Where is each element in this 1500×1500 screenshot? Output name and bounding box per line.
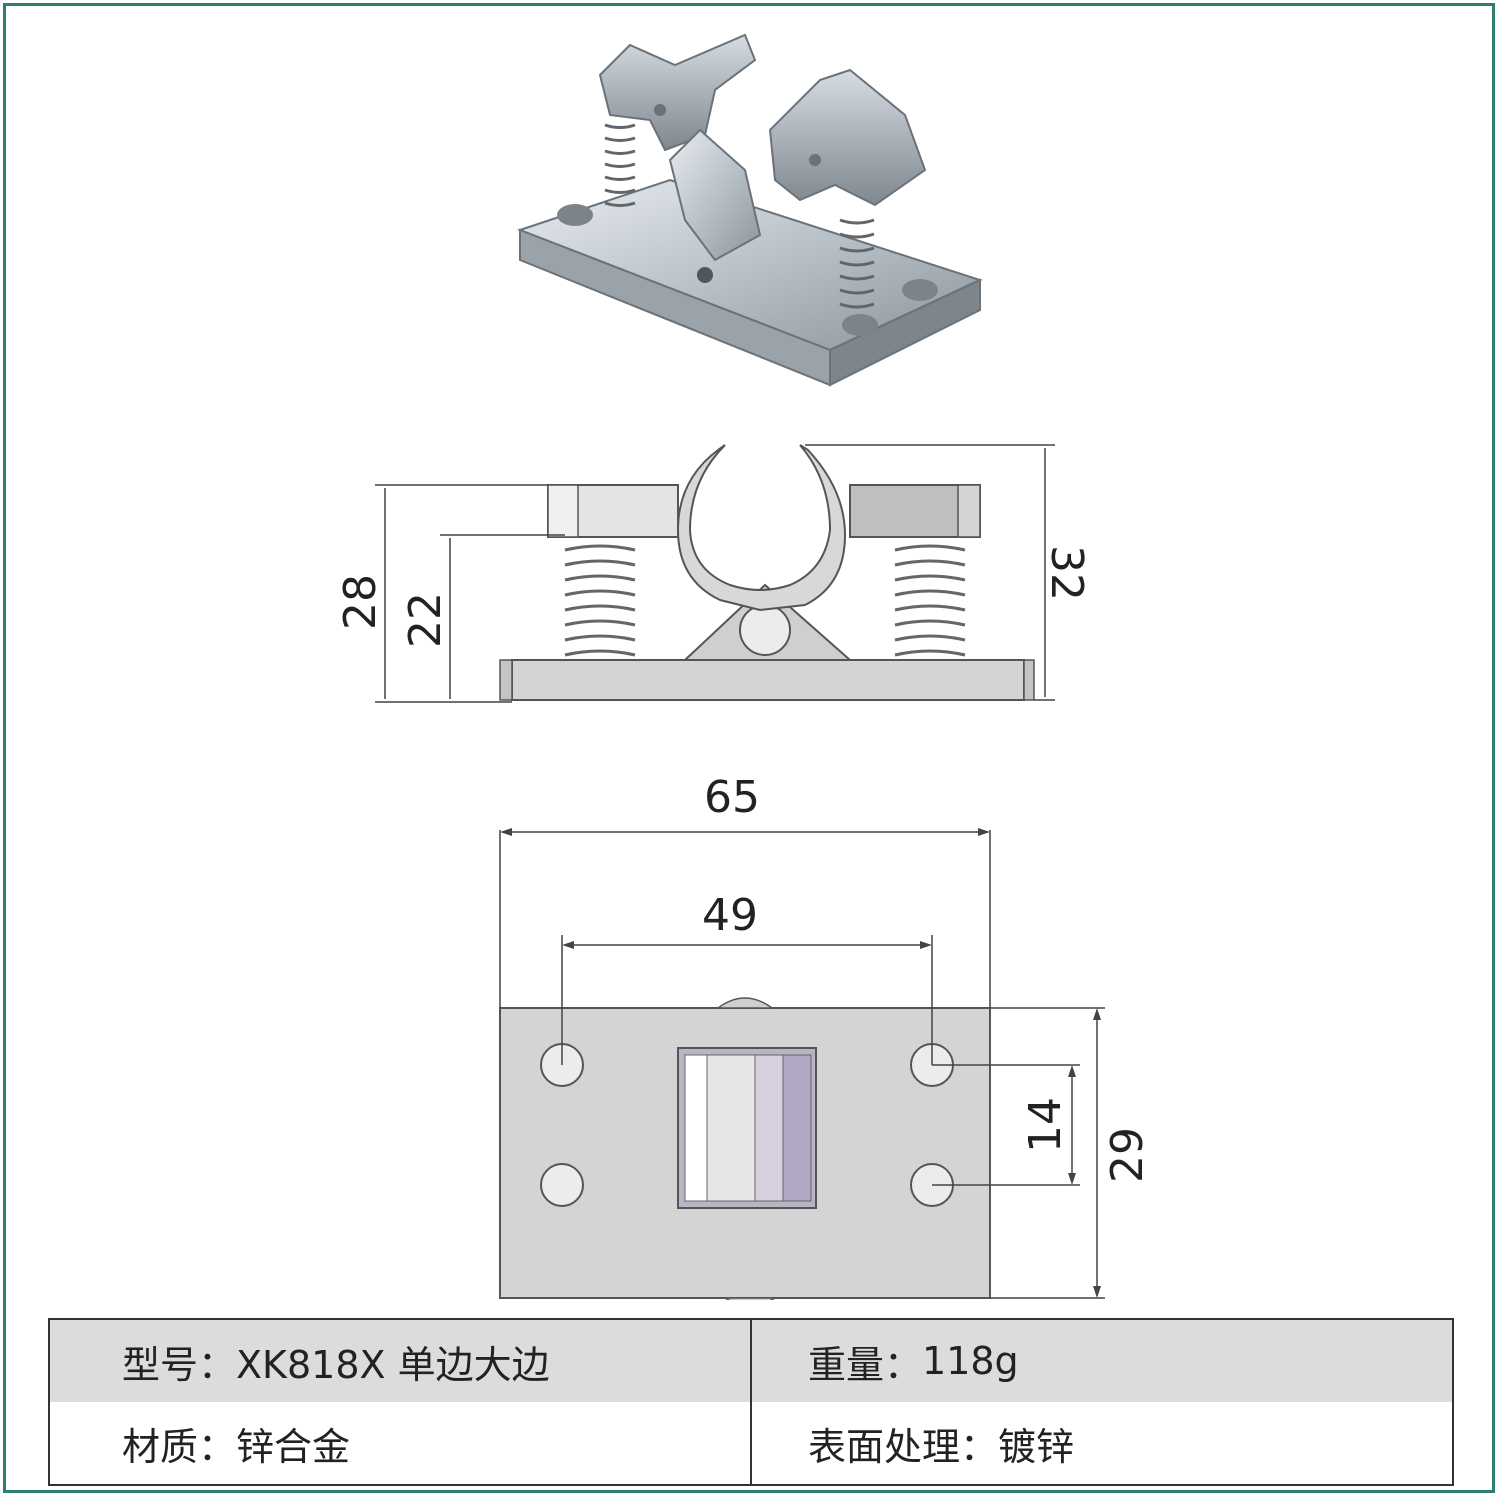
bottom-view-drawing: 65 49 14 29 — [499, 772, 1153, 1300]
dim-49-label: 49 — [702, 890, 758, 941]
dim-28-label: 28 — [335, 574, 386, 630]
spec-finish-value: 镀锌 — [998, 1424, 1075, 1469]
outer-frame — [3, 3, 1495, 1493]
spec-material-value: 锌合金 — [236, 1424, 351, 1469]
dim-29-label: 29 — [1102, 1127, 1153, 1183]
spec-weight-value: 118g — [922, 1339, 1019, 1383]
dim-32-label: 32 — [1041, 545, 1092, 601]
dim-14-label: 14 — [1020, 1097, 1071, 1153]
dim-22-label: 22 — [400, 592, 451, 648]
spec-material-label: 材质： — [122, 1424, 237, 1469]
spec-weight-label: 重量： — [808, 1342, 923, 1387]
spec-model-cell: 型号： XK818X 单边大边 — [50, 1320, 752, 1402]
side-view-drawing: 28 22 32 — [335, 444, 1092, 703]
spec-finish-cell: 表面处理： 镀锌 — [752, 1402, 1452, 1484]
spec-model-label: 型号： — [122, 1342, 237, 1387]
spec-material-cell: 材质： 锌合金 — [50, 1402, 752, 1484]
product-photo — [517, 33, 983, 387]
dim-65-label: 65 — [704, 772, 760, 823]
spec-finish-label: 表面处理： — [808, 1424, 999, 1469]
spec-model-value: XK818X 单边大边 — [236, 1342, 550, 1387]
spec-table: 型号： XK818X 单边大边 重量： 118g 材质： 锌合金 表面处理： 镀… — [48, 1318, 1454, 1486]
spec-weight-cell: 重量： 118g — [752, 1320, 1452, 1402]
